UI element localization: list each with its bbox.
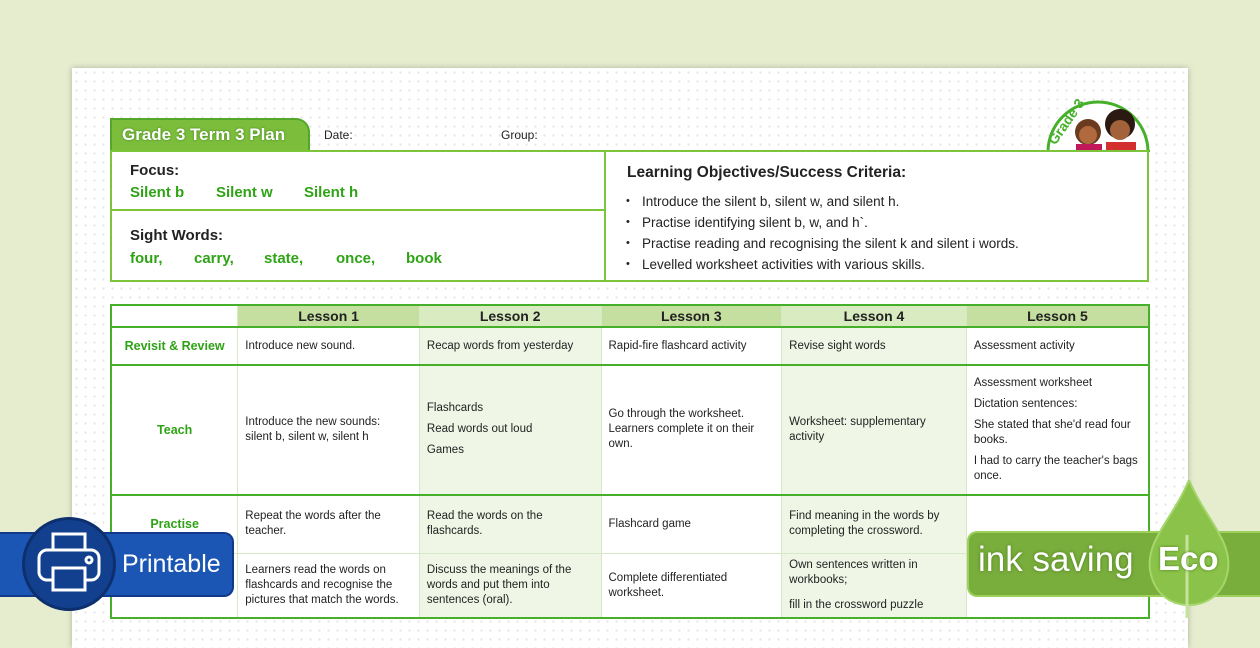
lesson-cell: Worksheet: supplementary activity (781, 365, 967, 495)
cell-text: Go through the worksheet. Learners compl… (608, 408, 755, 451)
objective-item: Introduce the silent b, silent w, and si… (626, 194, 1019, 209)
table-row: Revisit & Review Introduce new sound. Reca… (110, 327, 1149, 365)
cell-text: I had to carry the teacher's bags once. (973, 454, 1138, 482)
focus-item: Silent b (130, 184, 185, 201)
cell-text: Assessment worksheet (973, 377, 1093, 389)
lesson-cell: Read the words on the flashcards. (418, 494, 601, 554)
row-label: Teach (110, 365, 238, 495)
cell-text: silent b, silent w, silent h (245, 430, 369, 443)
printer-icon (22, 517, 116, 611)
lesson-header: Lesson 5 (965, 305, 1149, 327)
lesson-cell: Recap words from yesterday (418, 327, 601, 365)
cell-text: Read words out loud (426, 423, 533, 436)
cell-text: Own sentences written in workbooks; (789, 559, 918, 587)
cell-text: Repeat the words after the teacher. (245, 510, 381, 538)
objectives-label: Learning Objectives/Success Criteria: (627, 164, 907, 181)
plan-title: Grade 3 Term 3 Plan (110, 118, 310, 152)
lesson-cell: Discuss the meanings of the words and pu… (418, 553, 601, 618)
corner-cell (110, 305, 238, 327)
sight-words-box: Sight Words: four, carry, state, once, b… (110, 209, 606, 282)
cell-text: Assessment activity (973, 339, 1075, 352)
table-row: Teach Introduce the new sounds: silent b, … (110, 365, 1149, 495)
cell-text: Rapid-fire flashcard activity (608, 339, 747, 352)
sight-words-label: Sight Words: (130, 227, 224, 244)
cell-text: fill in the crossword puzzle (789, 599, 924, 611)
lesson-cell: Complete differentiated worksheet. (600, 553, 782, 618)
lesson-header: Lesson 1 (237, 305, 420, 327)
lesson-cell: Learners read the words on flashcards an… (237, 553, 420, 618)
cell-text: Games (426, 444, 464, 457)
objectives-box: Learning Objectives/Success Criteria: In… (604, 150, 1149, 282)
cell-text: Dictation sentences: (973, 397, 1078, 410)
cell-text: Discuss the meanings of the words and pu… (426, 564, 572, 606)
lesson-header: Lesson 2 (418, 305, 601, 327)
objective-item: Practise identifying silent b, w, and h`… (626, 215, 1019, 230)
cell-text: Introduce new sound. (245, 339, 356, 352)
sight-word: four, (130, 250, 163, 267)
objective-item: Practise reading and recognising the sil… (626, 236, 1019, 251)
lesson-cell: Find meaning in the words by completing … (781, 494, 967, 554)
date-label: Date: (324, 128, 353, 142)
cell-text: Recap words from yesterday (426, 339, 574, 352)
eco-label: Eco (1158, 540, 1219, 577)
lesson-cell: Assessment activity (965, 327, 1149, 365)
lesson-cell: Rapid-fire flashcard activity (600, 327, 782, 365)
lesson-cell: Revise sight words (781, 327, 967, 365)
lesson-cell: Flashcard game (600, 494, 782, 554)
focus-box: Focus: Silent b Silent w Silent h (110, 150, 606, 211)
lesson-cell: Introduce new sound. (237, 327, 420, 365)
focus-item: Silent w (216, 184, 273, 201)
cell-text: Find meaning in the words by completing … (789, 510, 940, 538)
row-label: Revisit & Review (110, 327, 238, 365)
lesson-header: Lesson 3 (600, 305, 782, 327)
cell-text: Read the words on the flashcards. (426, 510, 543, 538)
sight-word: carry, (194, 250, 234, 267)
focus-label: Focus: (130, 162, 180, 179)
lesson-cell: Own sentences written in workbooks; fill … (781, 553, 967, 618)
grade-logo: Grade 3 (1040, 92, 1150, 153)
focus-item: Silent h (304, 184, 359, 201)
cell-text: Revise sight words (789, 339, 886, 352)
lesson-cell: Repeat the words after the teacher. (237, 494, 420, 554)
lesson-header: Lesson 4 (781, 305, 967, 327)
lesson-cell: Go through the worksheet. Learners compl… (600, 365, 782, 495)
sight-word: book (406, 250, 442, 267)
cell-text: Flashcard game (608, 517, 691, 530)
leaf-drop-icon (1146, 477, 1232, 625)
ink-saving-label: ink saving (978, 540, 1134, 579)
cell-text: Learners read the words on flashcards an… (245, 564, 399, 606)
printable-label: Printable (122, 550, 221, 578)
cell-text: Introduce the new sounds: (245, 415, 381, 428)
cell-text: Flashcards (426, 402, 484, 415)
cell-text: Complete differentiated worksheet. (608, 571, 728, 599)
cell-text: She stated that she'd read four books. (973, 418, 1131, 446)
lesson-cell: Introduce the new sounds: silent b, silen… (237, 365, 420, 495)
sight-word: state, (264, 250, 304, 267)
cell-text: Worksheet: supplementary activity (789, 415, 926, 443)
sight-word: once, (336, 250, 376, 267)
group-label: Group: (501, 128, 538, 142)
objective-item: Levelled worksheet activities with vario… (626, 257, 1019, 272)
